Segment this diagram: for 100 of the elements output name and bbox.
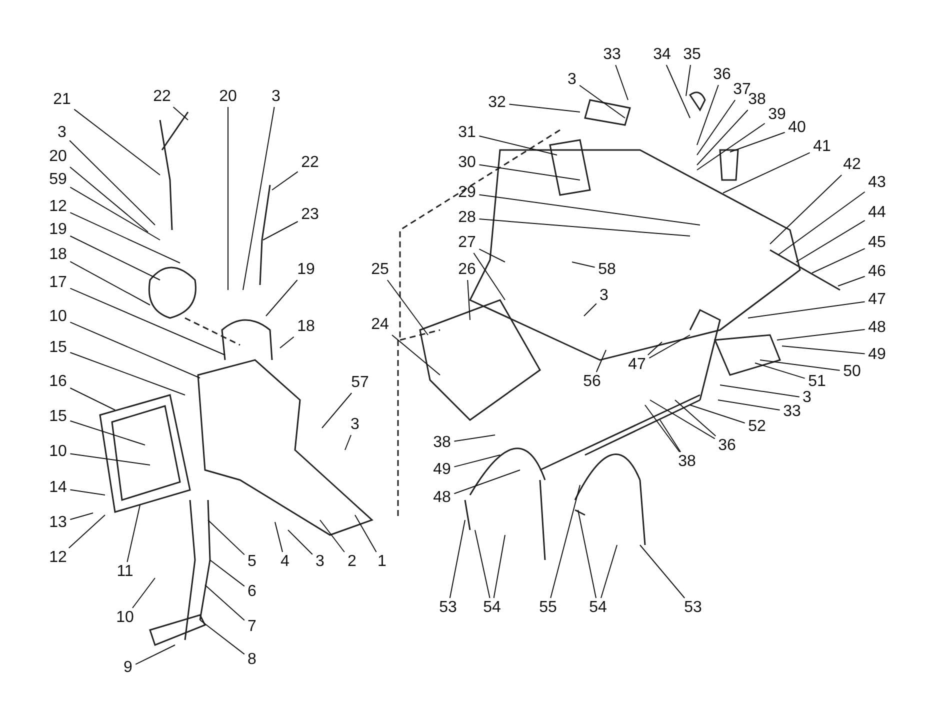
leader-line	[615, 64, 628, 100]
leader-line	[782, 346, 866, 354]
leader-line	[70, 236, 160, 280]
callout-number: 33	[603, 46, 621, 64]
callout-number: 2	[348, 553, 356, 571]
callout-number: 47	[628, 356, 646, 374]
callout-number: 3	[316, 553, 324, 571]
leader-line	[686, 64, 691, 96]
leader-line	[478, 136, 558, 156]
callout-number: 49	[433, 461, 451, 479]
callout-number: 54	[589, 599, 607, 617]
callout-number: 3	[600, 287, 608, 305]
callout-number: 17	[49, 274, 67, 292]
leader-line	[596, 350, 606, 372]
leader-line	[172, 106, 188, 120]
callout-number: 18	[49, 246, 67, 264]
leader-line	[200, 620, 245, 655]
leader-line	[578, 510, 596, 598]
callout-number: 15	[49, 408, 67, 426]
callout-number: 32	[488, 94, 506, 112]
callout-number: 29	[458, 184, 476, 202]
leader-line	[70, 288, 226, 356]
callout-number: 40	[788, 119, 806, 137]
leader-line	[720, 384, 800, 398]
callout-number: 31	[458, 124, 476, 142]
callout-number: 44	[868, 204, 886, 222]
leader-line	[812, 248, 866, 274]
leader-line	[754, 362, 806, 379]
leader-line	[70, 322, 200, 378]
callout-number: 18	[297, 318, 315, 336]
leader-line	[584, 303, 597, 316]
leader-line	[70, 261, 150, 306]
leader-line	[467, 280, 470, 320]
callout-number: 22	[301, 154, 319, 172]
leader-line	[550, 484, 580, 598]
leader-line	[493, 534, 506, 598]
leader-line	[74, 108, 160, 176]
callout-number: 38	[433, 434, 451, 452]
callout-number: 3	[568, 71, 576, 89]
leader-line	[644, 404, 680, 452]
leader-line	[70, 166, 148, 232]
callout-number: 53	[684, 599, 702, 617]
callout-number: 11	[116, 563, 134, 581]
callout-number: 10	[49, 308, 67, 326]
callout-number: 46	[868, 263, 886, 281]
callout-number: 56	[583, 373, 601, 391]
callout-number: 53	[439, 599, 457, 617]
leader-line	[478, 164, 580, 180]
leader-line	[454, 454, 500, 468]
leader-line	[386, 280, 428, 336]
leader-line	[242, 106, 275, 290]
leader-line	[770, 174, 842, 244]
callout-number: 48	[433, 489, 451, 507]
leader-line	[478, 248, 506, 262]
callout-number: 58	[598, 261, 616, 279]
callout-number: 21	[53, 91, 71, 109]
leader-line	[322, 392, 352, 428]
callout-number: 16	[49, 373, 67, 391]
callout-number: 36	[713, 66, 731, 84]
callout-number: 3	[272, 88, 280, 106]
leader-line	[690, 404, 746, 424]
leader-line	[274, 522, 283, 552]
callout-number: 9	[124, 659, 132, 677]
callout-number: 49	[868, 346, 886, 364]
callout-number: 51	[808, 373, 826, 391]
leader-line	[204, 584, 245, 621]
leader-line	[70, 388, 116, 410]
leader-line	[272, 171, 298, 190]
callout-number: 24	[371, 316, 389, 334]
leader-line	[135, 644, 176, 665]
leader-line	[730, 132, 786, 152]
leader-line	[70, 512, 94, 520]
leader-line	[776, 329, 866, 340]
leader-line	[473, 252, 506, 300]
leader-line	[262, 221, 298, 240]
leader-line	[320, 520, 345, 552]
leader-line	[69, 140, 156, 226]
leader-line	[838, 276, 866, 286]
callout-number: 50	[843, 363, 861, 381]
callout-number: 30	[458, 154, 476, 172]
leader-line	[266, 280, 298, 316]
callout-number: 1	[378, 553, 386, 571]
callout-number: 14	[49, 479, 67, 497]
callout-number: 36	[718, 437, 736, 455]
callout-number: 4	[280, 553, 290, 571]
leader-line	[449, 520, 466, 598]
leader-line	[478, 218, 690, 236]
callout-number: 23	[301, 206, 319, 224]
leader-line	[70, 212, 180, 264]
leader-line	[647, 342, 662, 356]
callout-number: 55	[539, 599, 557, 617]
callout-number: 3	[802, 389, 812, 407]
leader-line	[650, 400, 716, 440]
callout-number: 7	[248, 618, 256, 636]
leader-line	[208, 520, 245, 556]
callout-number: 10	[116, 609, 134, 627]
callout-number: 33	[783, 403, 801, 421]
leader-line	[674, 400, 716, 436]
callout-number: 10	[49, 443, 67, 461]
leader-line	[354, 514, 377, 552]
